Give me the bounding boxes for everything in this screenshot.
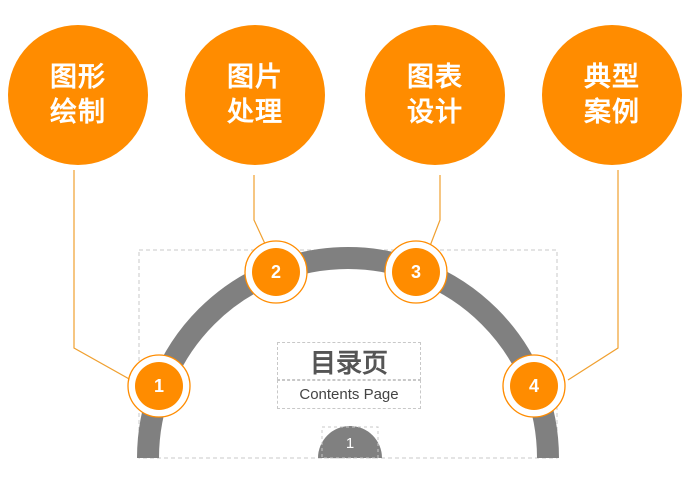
topic-bubble-typical-cases[interactable]: 典型 案例 [542,25,682,165]
topic-bubble-line1: 图片 [227,61,283,93]
node-3[interactable] [384,240,448,304]
topic-bubble-line2: 设计 [407,97,463,128]
page-number-frame [321,426,379,459]
node-2[interactable] [244,240,308,304]
connector-line-2 [253,175,267,247]
page-number-halfcircle [318,426,382,458]
node-4[interactable] [502,354,566,418]
node-number-3[interactable]: 3 [410,261,421,282]
topic-bubble-line1: 典型 [584,61,640,93]
node-1[interactable] [127,354,191,418]
topic-bubble-line2: 案例 [584,97,640,128]
connector-line-4 [567,170,619,381]
topic-bubble-line1: 图形 [50,61,106,93]
topic-bubble-image-processing[interactable]: 图片 处理 [185,25,325,165]
topic-bubble-line2: 处理 [227,97,283,128]
page-title: 目录页 [277,342,421,380]
node-number-4[interactable]: 4 [528,375,539,396]
connector-line-3 [429,175,441,247]
topic-bubble-line1: 图表 [407,61,463,93]
page-number: 1 [345,434,355,452]
topic-bubble-chart-design[interactable]: 图表 设计 [365,25,505,165]
topic-bubble-line2: 绘制 [50,97,106,128]
connector-line-1 [73,170,132,381]
page-subtitle: Contents Page [277,380,421,409]
node-number-2[interactable]: 2 [270,261,281,282]
node-number-1[interactable]: 1 [153,375,164,396]
topic-bubble-graphics-drawing[interactable]: 图形 绘制 [8,25,148,165]
